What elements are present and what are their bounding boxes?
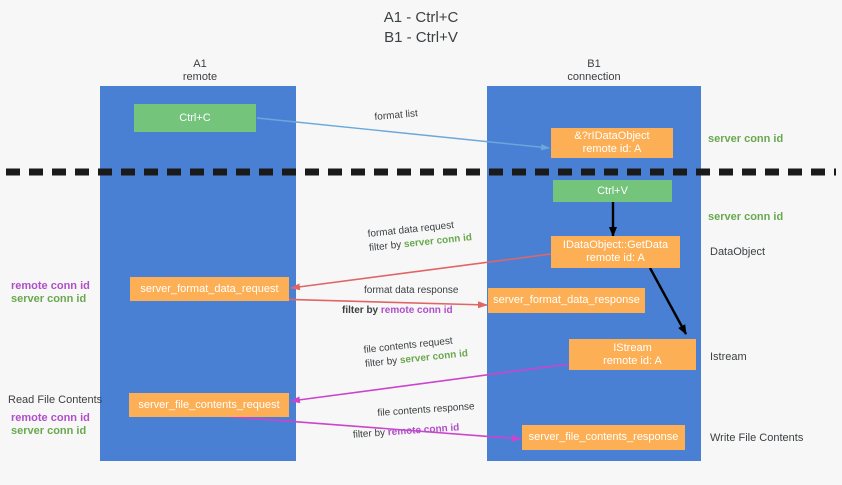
- box-istream-line1: IStream: [613, 341, 652, 354]
- label-server-conn-id-top: server conn id: [708, 133, 784, 145]
- lane-header-b1: B1 connection: [524, 58, 664, 84]
- lane-b1-subtitle: connection: [567, 71, 621, 83]
- box-idataobject-getdata-line1: IDataObject::GetData: [562, 239, 669, 251]
- box-idataobject-getdata-line2: remote id: A: [586, 252, 645, 264]
- box-server-file-contents-request[interactable]: server_file_contents_request: [129, 393, 289, 417]
- box-idataobject-copy-line1: &?rIDataObject: [574, 130, 650, 142]
- title-line-2: B1 - Ctrl+V: [384, 29, 458, 46]
- box-idataobject-copy-line2: remote id: A: [582, 143, 642, 155]
- box-server-format-data-request[interactable]: server_format_data_request: [130, 277, 289, 301]
- box-server-file-contents-response-label: server_file_contents_response: [528, 431, 679, 443]
- edge-label-file-contents-response: file contents response filter by remote …: [353, 400, 476, 441]
- label-server-conn-id-1: server conn id: [11, 293, 87, 305]
- filter-value: remote conn id: [380, 305, 453, 316]
- box-server-format-data-response[interactable]: server_format_data_response: [488, 288, 645, 313]
- edge-label-file-contents-request: file contents request filter by server c…: [363, 333, 469, 372]
- label-server-conn-id-2: server conn id: [11, 425, 87, 437]
- edge-label-format-data-request: format data request filter by server con…: [367, 217, 473, 256]
- edge-label-file-contents-response-filter: filter by remote conn id: [352, 420, 476, 443]
- label-istream: Istream: [710, 351, 747, 363]
- lane-header-a1: A1 remote: [130, 58, 270, 84]
- box-ctrl-c[interactable]: Ctrl+C: [134, 104, 256, 132]
- label-read-file-contents: Read File Contents: [8, 394, 103, 406]
- edge-label-format-list: format list: [374, 108, 419, 123]
- box-server-format-data-request-label: server_format_data_request: [140, 282, 279, 295]
- page-title: A1 - Ctrl+C B1 - Ctrl+V: [0, 8, 842, 48]
- lane-b1-name: B1: [587, 58, 601, 70]
- box-ctrl-v-label: Ctrl+V: [597, 184, 628, 197]
- label-dataobject: DataObject: [710, 246, 766, 258]
- box-server-format-data-response-label: server_format_data_response: [493, 294, 640, 306]
- filter-prefix: filter by: [352, 427, 389, 441]
- lane-a1-subtitle: remote: [182, 71, 218, 83]
- edge-label-format-data-response: format data response filter by remote co…: [342, 284, 459, 318]
- filter-value: remote conn id: [387, 422, 460, 439]
- box-ctrl-v[interactable]: Ctrl+V: [553, 180, 672, 202]
- lane-a1-name: A1: [193, 58, 207, 70]
- box-istream[interactable]: IStream remote id: A: [569, 339, 696, 370]
- label-write-file-contents: Write File Contents: [710, 432, 804, 444]
- title-line-1: A1 - Ctrl+C: [383, 9, 459, 26]
- label-remote-conn-id-1: remote conn id: [11, 280, 90, 292]
- box-idataobject-getdata[interactable]: IDataObject::GetData remote id: A: [551, 236, 680, 268]
- filter-prefix: filter by: [342, 305, 381, 316]
- box-idataobject-copy[interactable]: &?rIDataObject remote id: A: [551, 128, 673, 158]
- label-server-conn-id-mid: server conn id: [708, 211, 784, 223]
- box-ctrl-c-label: Ctrl+C: [179, 111, 211, 124]
- box-server-file-contents-response[interactable]: server_file_contents_response: [522, 425, 685, 450]
- filter-prefix: filter by: [364, 355, 401, 370]
- filter-prefix: filter by: [368, 239, 405, 254]
- edge-label-file-contents-response-line1: file contents response: [377, 401, 475, 419]
- edge-label-format-data-response-line1: format data response: [364, 285, 459, 296]
- label-remote-conn-id-2: remote conn id: [11, 412, 90, 424]
- box-server-file-contents-request-label: server_file_contents_request: [138, 398, 280, 411]
- edge-label-format-data-response-filter: filter by remote conn id: [342, 304, 459, 318]
- box-istream-line2: remote id: A: [603, 354, 662, 367]
